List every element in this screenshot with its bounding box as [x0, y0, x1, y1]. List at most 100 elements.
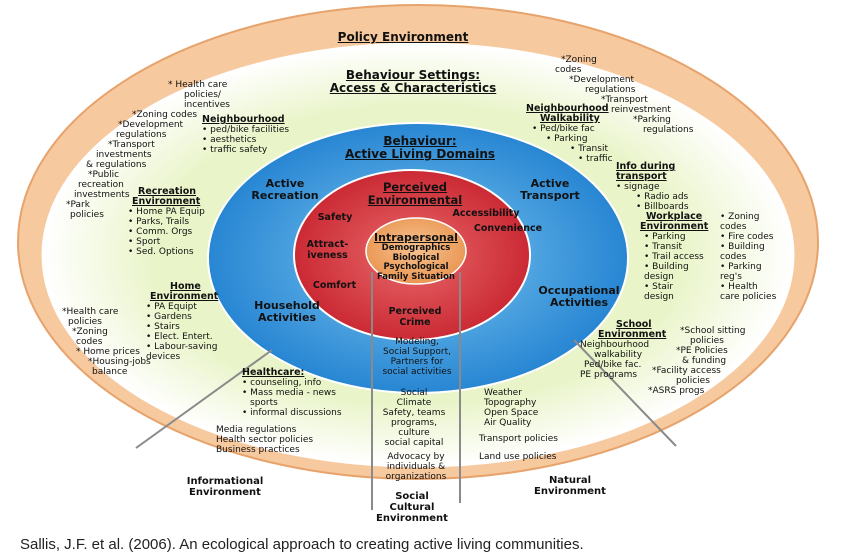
policy-line: *Public: [88, 170, 120, 180]
natural-line: Weather: [484, 388, 522, 398]
policy-line: investments: [74, 190, 130, 200]
neighbourhood-item: traffic safety: [210, 145, 268, 155]
home-heading1: Home: [170, 281, 201, 292]
intrapersonal-item: Biological: [392, 252, 440, 263]
policy-line: investments: [96, 150, 152, 160]
home-item: Labour-saving devices: [146, 342, 218, 362]
informational-line2: Environment: [189, 487, 261, 498]
policy-line: *Parking: [633, 115, 671, 125]
policy-line: reinvestment: [611, 105, 671, 115]
behaviour-title-line1: Behaviour:: [383, 134, 457, 148]
intrapersonal-title: Intrapersonal: [374, 231, 458, 244]
policy-line: *Transport: [108, 140, 155, 150]
workplace-policy-item: Fire codes: [728, 232, 774, 242]
workplace-item: Parking: [652, 232, 686, 242]
intrapersonal-item: Demographics: [381, 243, 451, 253]
healthcare-item: informal discussions: [250, 408, 342, 418]
settings-title: Behaviour Settings: Access & Characteris…: [318, 69, 508, 95]
info-transport-heading2: transport: [616, 171, 667, 182]
workplace-policy-item: Parking reg's: [720, 262, 762, 282]
natural-line: Air Quality: [484, 418, 532, 428]
policy-line: *Zoning: [561, 55, 597, 65]
info-transport-heading1: Info during: [616, 161, 676, 172]
school-policy-line: *Facility access: [652, 366, 721, 376]
policy-line: regulations: [585, 85, 636, 95]
social-line: Social Support,: [383, 347, 451, 357]
walkability-item: Transit: [578, 144, 608, 154]
natural-line: Topography: [484, 398, 537, 408]
accessibility-label: Accessibility: [452, 208, 520, 219]
natural-line: Open Space: [484, 408, 539, 418]
school-heading2: Environment: [598, 329, 667, 340]
active-transport-line1: Active: [530, 177, 570, 190]
attractiveness-line2: iveness: [307, 250, 348, 261]
info-transport-item: Billboards: [644, 202, 689, 212]
comfort-label: Comfort: [312, 280, 357, 291]
policy-line: codes: [555, 65, 582, 75]
divider-line-right: [573, 339, 677, 447]
intrapersonal-block: Intrapersonal Demographics Biological Ps…: [366, 232, 466, 282]
walkability-item: Parking: [554, 134, 588, 144]
workplace-policy-item: Building codes: [720, 242, 765, 262]
occupational-activities-label: Occupational Activities: [528, 285, 630, 309]
intrapersonal-item: Psychological: [383, 262, 449, 272]
neighbourhood-item: ped/bike facilities: [210, 125, 290, 135]
home-heading2: Environment: [150, 291, 219, 302]
sociocultural-line2: Cultural: [389, 502, 435, 513]
workplace-policy-block: • Zoning codes • Fire codes • Building c…: [720, 212, 777, 302]
policy-line: balance: [92, 367, 128, 377]
natural-environment-label: Natural Environment: [520, 475, 620, 497]
healthcare-heading: Healthcare:: [242, 367, 305, 378]
policy-line: incentives: [184, 100, 230, 110]
safety-label: Safety: [317, 212, 353, 223]
settings-title-line1: Behaviour Settings:: [345, 68, 481, 82]
school-line: Neighbourhood: [580, 340, 650, 350]
info-transport-item: signage: [624, 182, 660, 192]
social-line: social activities: [382, 367, 452, 377]
social-line: programs,: [391, 418, 437, 428]
recreation-item: Home PA Equip: [136, 207, 205, 217]
recreation-item: Sed. Options: [136, 247, 194, 257]
walkability-item: Ped/bike fac: [540, 124, 595, 134]
workplace-policy-item: Zoning codes: [720, 212, 760, 232]
workplace-item: Transit: [652, 242, 682, 252]
policy-line: * Home prices: [76, 347, 140, 357]
occupational-line1: Occupational: [538, 284, 620, 297]
info-policy-line: Business practices: [216, 445, 300, 455]
info-policy-line: Media regulations: [216, 425, 297, 435]
recreation-heading2: Environment: [132, 196, 201, 207]
active-transport-line2: Transport: [520, 189, 580, 202]
sociocultural-line1: Social: [395, 491, 429, 502]
walkability-block: Neighbourhood Walkability • Ped/bike fac…: [526, 103, 613, 165]
school-policy-line: *School sitting: [680, 326, 746, 336]
recreation-item: Comm. Orgs: [136, 227, 193, 237]
workplace-policy-item: Health care policies: [720, 282, 777, 302]
info-transport-item: Radio ads: [644, 192, 689, 202]
school-policy-line: *PE Policies: [676, 346, 728, 356]
info-transport-block: Info during transport • signage • Radio …: [616, 161, 689, 213]
household-activities-label: Household Activities: [242, 300, 332, 324]
policy-line: policies: [70, 210, 104, 220]
school-policy-line: & funding: [682, 356, 727, 366]
neighbourhood-block: Neighbourhood • ped/bike facilities • ae…: [202, 115, 290, 156]
crime-line1: Perceived: [388, 306, 442, 317]
policy-line: regulations: [643, 125, 694, 135]
healthcare-block: Healthcare: • counseling, info • Mass me…: [242, 367, 342, 419]
home-item: PA Equipt: [154, 302, 197, 312]
policy-left-block: *Health care policies *Zoning codes * Ho…: [62, 307, 151, 377]
school-policy-line: *ASRS progs: [648, 386, 705, 396]
home-item: Elect. Entert.: [154, 332, 213, 342]
workplace-heading2: Environment: [640, 221, 709, 232]
policy-line: policies/: [184, 90, 221, 100]
policy-line: regulations: [116, 130, 167, 140]
settings-title-line2: Access & Characteristics: [329, 81, 497, 95]
workplace-item: Trail access: [652, 252, 704, 262]
policy-top-left-block: * Health care policies/ incentives *Zoni…: [66, 80, 230, 220]
list-item: • traffic safety: [202, 145, 268, 155]
social-line: Safety, teams: [382, 408, 446, 418]
school-block: School Environment Neighbourhood walkabi…: [580, 320, 667, 381]
healthcare-item: counseling, info: [250, 378, 322, 388]
informational-environment-label: Informational Environment: [170, 476, 280, 498]
active-recreation-label: Active Recreation: [240, 178, 330, 202]
